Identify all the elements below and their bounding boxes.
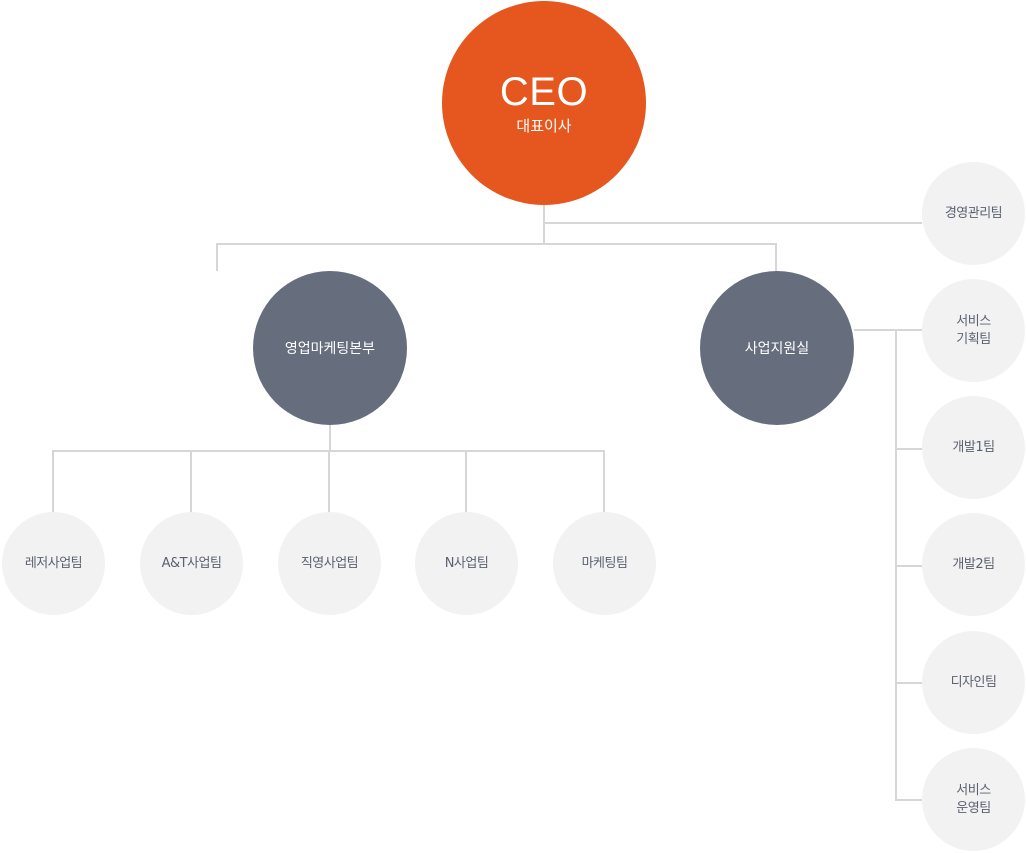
team-label: 개발1팀 <box>952 439 995 455</box>
ceo-node: CEO 대표이사 <box>442 1 646 205</box>
division-business-support: 사업지원실 <box>700 271 854 425</box>
team-at-business: A&T사업팀 <box>140 512 243 615</box>
team-label-line1: 서비스 <box>956 782 991 798</box>
team-n-business: N사업팀 <box>415 512 518 615</box>
team-label-line2: 기획팀 <box>956 331 991 347</box>
team-label: N사업팀 <box>444 555 489 571</box>
ceo-title: CEO <box>499 70 589 114</box>
team-label: 직영사업팀 <box>300 555 359 571</box>
team-label-line2: 운영팀 <box>956 800 991 816</box>
division-label: 영업마케팅본부 <box>284 341 376 357</box>
team-label-line1: 서비스 <box>956 313 991 329</box>
team-label: 개발2팀 <box>952 556 995 572</box>
team-development-2: 개발2팀 <box>922 513 1025 616</box>
team-leisure-business: 레저사업팀 <box>2 512 105 615</box>
team-management: 경영관리팀 <box>922 162 1025 265</box>
team-label: A&T사업팀 <box>161 555 222 571</box>
team-label: 마케팅팀 <box>581 555 628 571</box>
team-label: 레저사업팀 <box>24 555 83 571</box>
team-label: 디자인팀 <box>950 674 997 690</box>
team-service-planning: 서비스 기획팀 <box>922 279 1025 382</box>
team-label: 경영관리팀 <box>944 205 1003 221</box>
team-direct-business: 직영사업팀 <box>278 512 381 615</box>
team-service-operations: 서비스 운영팀 <box>922 748 1025 851</box>
team-development-1: 개발1팀 <box>922 396 1025 499</box>
division-sales-marketing: 영업마케팅본부 <box>253 271 407 425</box>
division-label: 사업지원실 <box>744 341 810 357</box>
ceo-subtitle: 대표이사 <box>516 117 572 135</box>
team-marketing: 마케팅팀 <box>553 512 656 615</box>
team-design: 디자인팀 <box>922 631 1025 734</box>
